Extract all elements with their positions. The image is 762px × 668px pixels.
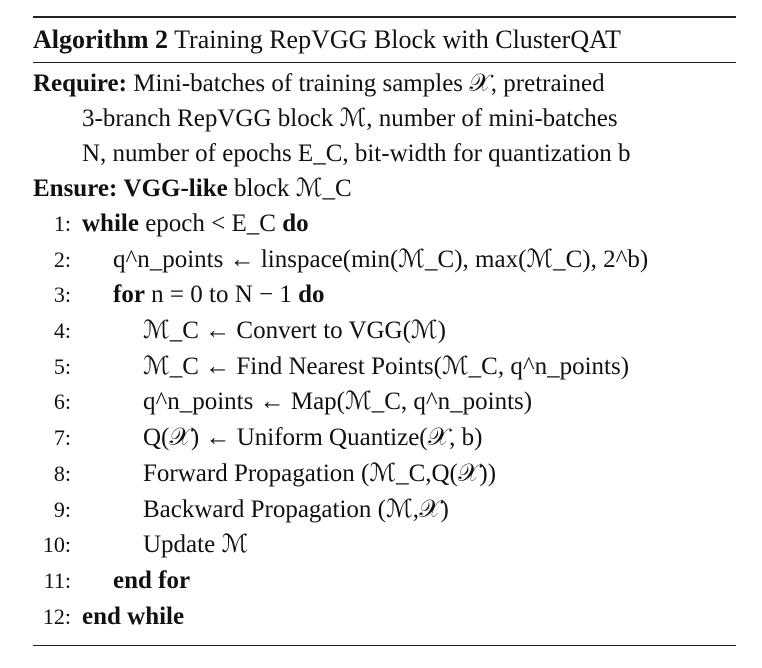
step-content: for n = 0 to N − 1 do: [113, 277, 325, 313]
require-line-1: Require: Mini-batches of training sample…: [33, 66, 736, 101]
step-keyword: end for: [113, 566, 191, 594]
step-number: 4:: [53, 318, 71, 344]
algorithm-label: Algorithm 2: [33, 25, 169, 54]
step-text: ℳ_C ← Convert to VGG(ℳ): [143, 317, 446, 345]
step-text: q^n_points ← linspace(min(ℳ_C), max(ℳ_C)…: [113, 245, 649, 273]
step-keyword: for: [113, 281, 145, 309]
step-number: 7:: [53, 425, 71, 451]
step-text: Forward Propagation (ℳ_C,Q(𝒳)): [143, 459, 497, 487]
step-keyword-end: do: [282, 210, 309, 237]
step-text: Q(𝒳) ← Uniform Quantize(𝒳, b): [143, 424, 483, 452]
step-keyword: while: [82, 210, 139, 237]
algorithm-title: Training RepVGG Block with ClusterQAT: [174, 25, 621, 54]
step-6: 6: q^n_points ← Map(ℳ_C, q^n_points): [33, 384, 736, 420]
require-keyword: Require:: [33, 70, 127, 97]
step-1: 1: while epoch < E_C do: [33, 206, 736, 242]
step-8: 8: Forward Propagation (ℳ_C,Q(𝒳)): [33, 456, 736, 492]
step-7: 7: Q(𝒳) ← Uniform Quantize(𝒳, b): [33, 420, 736, 456]
step-number: 9:: [53, 496, 71, 522]
algorithm-header: Algorithm 2 Training RepVGG Block with C…: [33, 18, 736, 62]
step-number: 10:: [42, 532, 71, 558]
step-number: 11:: [43, 567, 71, 593]
step-number: 8:: [53, 460, 71, 486]
require-text-1: Mini-batches of training samples 𝒳, pret…: [133, 70, 605, 97]
step-keyword: end while: [82, 602, 185, 630]
step-11: 11: end for: [33, 563, 736, 599]
step-number: 12:: [42, 603, 71, 629]
step-number: 5:: [53, 353, 71, 379]
step-3: 3: for n = 0 to N − 1 do: [33, 277, 736, 313]
step-number: 3:: [53, 282, 71, 308]
ensure-bold-text: VGG-like: [123, 175, 228, 202]
step-4: 4: ℳ_C ← Convert to VGG(ℳ): [33, 313, 736, 349]
ensure-keyword: Ensure:: [33, 175, 118, 202]
step-text: q^n_points ← Map(ℳ_C, q^n_points): [143, 388, 533, 416]
step-text: ℳ_C ← Find Nearest Points(ℳ_C, q^n_point…: [143, 352, 630, 380]
ensure-text: block ℳ_C: [233, 175, 352, 202]
step-2: 2: q^n_points ← linspace(min(ℳ_C), max(ℳ…: [33, 242, 736, 278]
bottom-rule: [33, 645, 736, 646]
step-text: Backward Propagation (ℳ,𝒳): [143, 495, 449, 523]
step-10: 10: Update ℳ: [33, 527, 736, 563]
step-text: epoch < E_C: [145, 210, 276, 237]
header-rule: [33, 62, 736, 63]
algorithm-box: Algorithm 2 Training RepVGG Block with C…: [33, 16, 736, 646]
step-number: 1:: [53, 211, 71, 236]
require-line-2: 3-branch RepVGG block ℳ, number of mini-…: [82, 105, 618, 132]
algorithm-steps: 1: while epoch < E_C do 2: q^n_points ← …: [33, 206, 736, 634]
step-9: 9: Backward Propagation (ℳ,𝒳): [33, 492, 736, 528]
step-number: 6:: [53, 389, 71, 415]
top-rule: [33, 16, 736, 18]
ensure-line: Ensure: VGG-like block ℳ_C: [33, 171, 736, 206]
require-line-3: N, number of epochs E_C, bit-width for q…: [82, 140, 631, 167]
require-block: Require: Mini-batches of training sample…: [33, 63, 736, 206]
step-text: n = 0 to N − 1: [151, 281, 292, 309]
step-content: while epoch < E_C do: [82, 206, 309, 242]
step-5: 5: ℳ_C ← Find Nearest Points(ℳ_C, q^n_po…: [33, 349, 736, 385]
step-12: 12: end while: [33, 599, 736, 635]
step-number: 2:: [53, 246, 71, 272]
step-text: Update ℳ: [143, 531, 249, 559]
step-keyword-end: do: [298, 281, 325, 309]
